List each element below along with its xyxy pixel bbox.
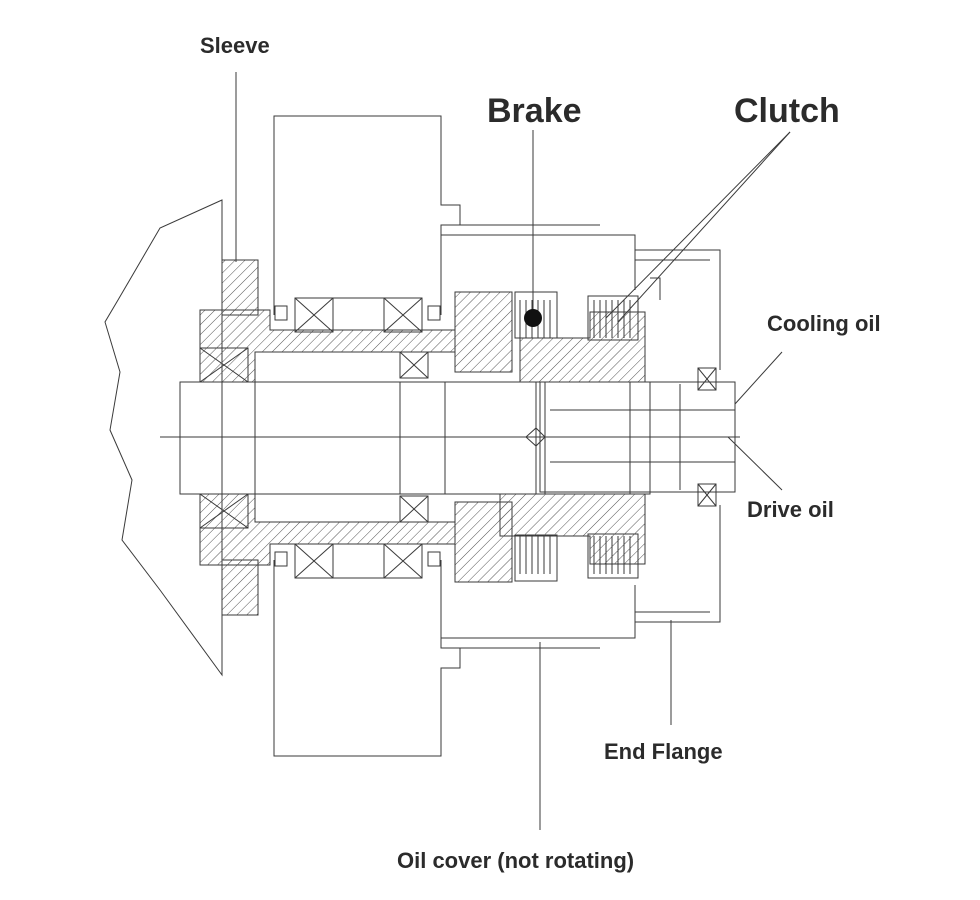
main-shaft [179, 381, 651, 495]
end-flange-label: End Flange [604, 739, 723, 764]
clutch-leader-line-1 [605, 131, 791, 319]
pulley-housing-outline [273, 115, 461, 315]
inner-bearing-bottom [399, 495, 429, 523]
sleeve-flange-bottom [221, 559, 259, 616]
oil-cover-outline [441, 224, 636, 290]
sleeve-bearing-top [274, 297, 441, 333]
clutch-leader-line-2 [617, 131, 791, 323]
oil-cover-label: Oil cover (not rotating) [397, 848, 635, 873]
piston-bottom [499, 493, 646, 565]
sleeve-bearing-bottom [274, 543, 441, 579]
brake-label: Brake [487, 92, 582, 130]
drive-oil-leader-line [727, 436, 783, 491]
motor-bearing-bottom [199, 493, 249, 529]
clutch-disc-pack-bottom [587, 533, 639, 579]
inner-bearing-top [399, 351, 429, 379]
motor-housing-outline [104, 199, 223, 677]
brake-housing-bottom [454, 501, 513, 583]
sleeve-label: Sleeve [200, 33, 270, 58]
end-bearing-bottom [697, 483, 717, 507]
brake-housing-top [454, 291, 513, 373]
cooling-oil-leader-line [734, 351, 783, 405]
sleeve-body-bottom [199, 493, 456, 566]
brake-marker-dot [524, 309, 542, 327]
cooling-oil-label: Cooling oil [767, 311, 881, 336]
brake-disc-pack-bottom [514, 534, 558, 582]
clutch-disc-pack-top [587, 295, 639, 341]
end-bearing-top [697, 367, 717, 391]
motor-bearing-top [199, 347, 249, 383]
end-flange-outline [635, 249, 721, 370]
sleeve-flange-top [221, 259, 259, 316]
clutch-label: Clutch [734, 92, 840, 130]
sleeve-body-top [199, 309, 456, 383]
piston-top [519, 311, 646, 383]
drive-oil-label: Drive oil [747, 497, 834, 522]
